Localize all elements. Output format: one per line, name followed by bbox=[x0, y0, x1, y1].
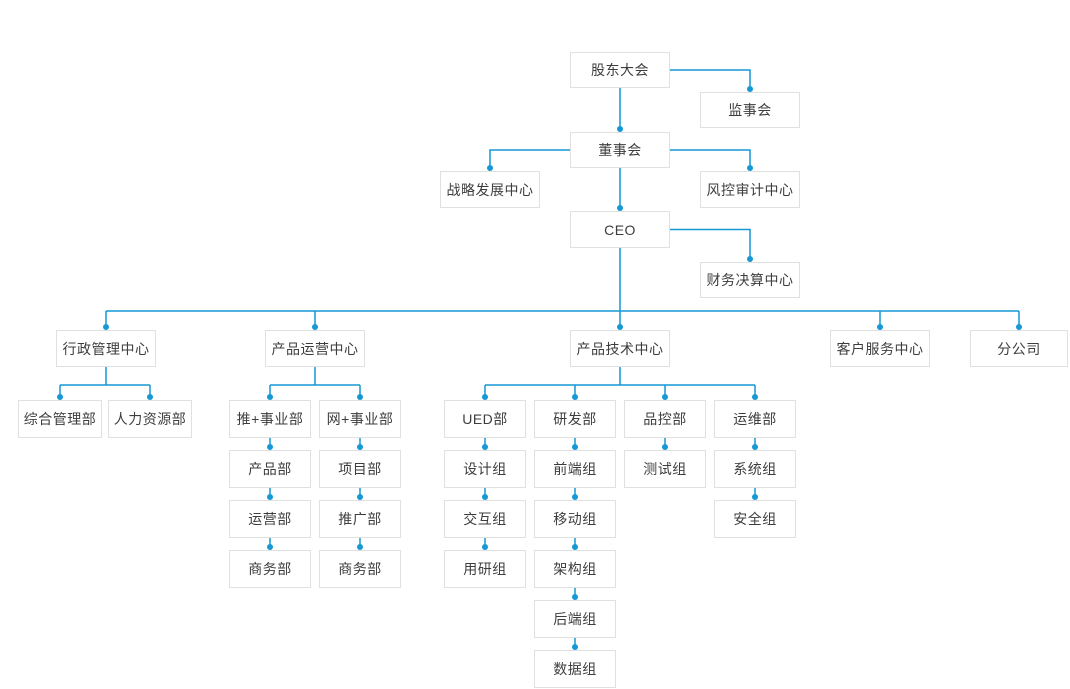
org-node-label: 财务决算中心 bbox=[706, 272, 794, 288]
org-node-label: 商务部 bbox=[338, 561, 382, 577]
org-node-ceo: CEO bbox=[570, 211, 670, 248]
org-node-label: 数据组 bbox=[553, 661, 597, 677]
org-node-label: 人力资源部 bbox=[113, 411, 187, 427]
org-node-label: CEO bbox=[604, 221, 636, 238]
org-node-label: 战略发展中心 bbox=[446, 181, 534, 198]
org-node-label: 系统组 bbox=[733, 461, 777, 477]
org-node-label: 网+事业部 bbox=[326, 411, 394, 427]
org-node-customer-service-center: 客户服务中心 bbox=[830, 330, 930, 367]
org-node-rd-dept: 研发部 bbox=[534, 400, 616, 438]
org-node-risk-audit-center: 风控审计中心 bbox=[700, 171, 800, 208]
org-node-product-dept: 产品部 bbox=[229, 450, 311, 488]
org-node-shareholders-meeting: 股东大会 bbox=[570, 52, 670, 88]
org-node-label: 移动组 bbox=[553, 511, 597, 527]
org-node-label: 运营部 bbox=[248, 511, 292, 527]
org-node-label: 安全组 bbox=[733, 511, 777, 527]
org-node-label: 分公司 bbox=[997, 340, 1041, 357]
org-node-security-group: 安全组 bbox=[714, 500, 796, 538]
org-node-label: 股东大会 bbox=[591, 62, 649, 78]
org-node-product-operation-center: 产品运营中心 bbox=[265, 330, 365, 367]
org-node-interaction-group: 交互组 bbox=[444, 500, 526, 538]
org-node-design-group: 设计组 bbox=[444, 450, 526, 488]
org-node-label: 董事会 bbox=[598, 142, 642, 158]
org-node-backend-group: 后端组 bbox=[534, 600, 616, 638]
org-node-business-dept-1: 商务部 bbox=[229, 550, 311, 588]
org-node-business-dept-2: 商务部 bbox=[319, 550, 401, 588]
org-node-branch-company: 分公司 bbox=[970, 330, 1068, 367]
org-node-qc-dept: 品控部 bbox=[624, 400, 706, 438]
org-node-product-tech-center: 产品技术中心 bbox=[570, 330, 670, 367]
org-node-hr-dept: 人力资源部 bbox=[108, 400, 192, 438]
org-node-label: 产品部 bbox=[248, 461, 292, 477]
org-node-label: 运维部 bbox=[733, 411, 777, 427]
org-node-operation-dept: 运营部 bbox=[229, 500, 311, 538]
org-node-label: 推+事业部 bbox=[236, 411, 304, 427]
org-node-label: UED部 bbox=[462, 411, 508, 427]
org-node-test-group: 测试组 bbox=[624, 450, 706, 488]
org-node-label: 交互组 bbox=[463, 511, 507, 527]
org-node-label: 用研组 bbox=[463, 561, 507, 577]
org-node-label: 测试组 bbox=[643, 461, 687, 477]
org-node-promotion-dept: 推广部 bbox=[319, 500, 401, 538]
org-node-finance-settlement-center: 财务决算中心 bbox=[700, 262, 800, 298]
org-node-label: 前端组 bbox=[553, 461, 597, 477]
org-node-project-dept: 项目部 bbox=[319, 450, 401, 488]
org-node-research-group: 用研组 bbox=[444, 550, 526, 588]
org-node-label: 商务部 bbox=[248, 561, 292, 577]
org-node-label: 综合管理部 bbox=[23, 411, 97, 427]
org-node-label: 后端组 bbox=[553, 611, 597, 627]
org-node-om-dept: 运维部 bbox=[714, 400, 796, 438]
org-node-general-management-dept: 综合管理部 bbox=[18, 400, 102, 438]
org-node-tui-business-unit: 推+事业部 bbox=[229, 400, 311, 438]
org-node-ued-dept: UED部 bbox=[444, 400, 526, 438]
org-node-label: 品控部 bbox=[643, 411, 687, 427]
org-node-label: 研发部 bbox=[553, 411, 597, 427]
org-node-label: 行政管理中心 bbox=[62, 340, 150, 357]
org-node-architecture-group: 架构组 bbox=[534, 550, 616, 588]
org-node-label: 项目部 bbox=[338, 461, 382, 477]
org-node-label: 风控审计中心 bbox=[706, 181, 794, 198]
org-node-label: 架构组 bbox=[553, 561, 597, 577]
org-node-board-of-directors: 董事会 bbox=[570, 132, 670, 168]
org-node-frontend-group: 前端组 bbox=[534, 450, 616, 488]
org-node-admin-center: 行政管理中心 bbox=[56, 330, 156, 367]
org-node-label: 客户服务中心 bbox=[836, 340, 924, 357]
org-node-label: 监事会 bbox=[728, 102, 772, 118]
org-node-strategy-development-center: 战略发展中心 bbox=[440, 171, 540, 208]
org-node-system-group: 系统组 bbox=[714, 450, 796, 488]
org-node-label: 推广部 bbox=[338, 511, 382, 527]
org-node-data-group: 数据组 bbox=[534, 650, 616, 688]
org-node-wang-business-unit: 网+事业部 bbox=[319, 400, 401, 438]
org-node-supervisory-board: 监事会 bbox=[700, 92, 800, 128]
org-node-label: 设计组 bbox=[463, 461, 507, 477]
org-node-label: 产品技术中心 bbox=[576, 340, 664, 357]
org-node-mobile-group: 移动组 bbox=[534, 500, 616, 538]
org-node-label: 产品运营中心 bbox=[271, 340, 359, 357]
